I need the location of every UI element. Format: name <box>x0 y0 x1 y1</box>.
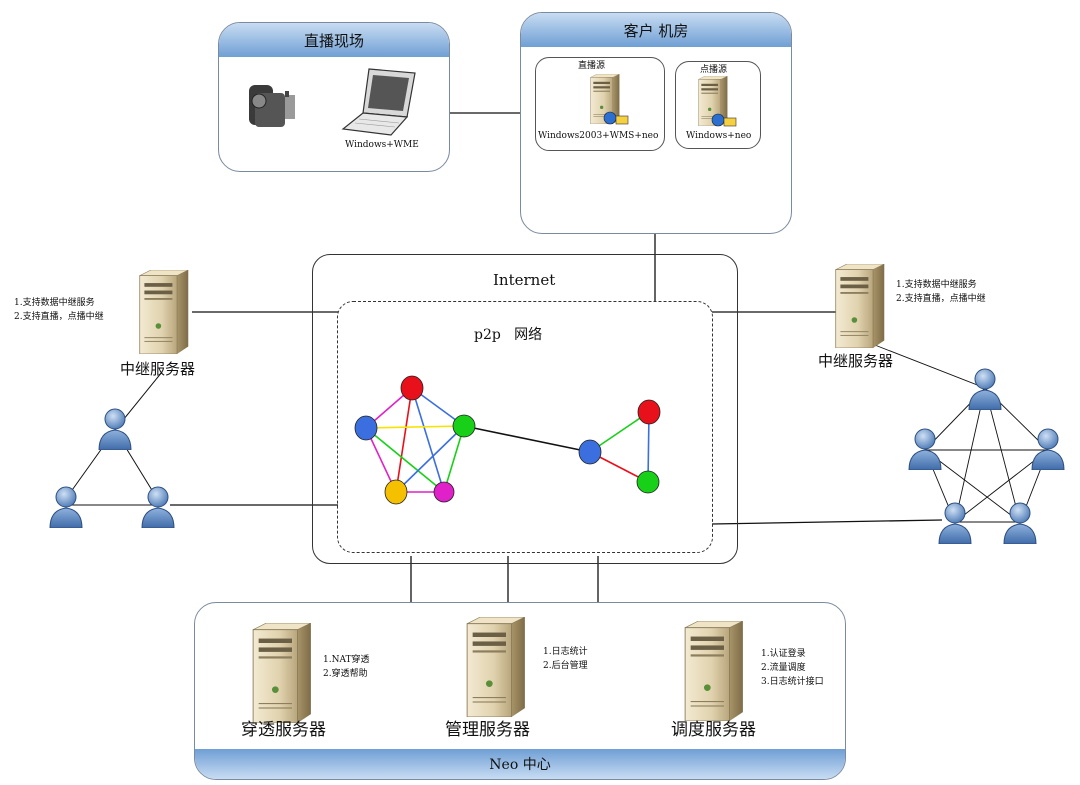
mgmt-note-1: 1.日志统计 <box>543 647 588 657</box>
sched-server-icon <box>684 621 744 721</box>
customer-room-title: 客户 机房 <box>521 13 791 47</box>
live-site-panel: 直播现场 Windows+WME <box>218 22 450 172</box>
internet-box: Internet p2p 网络 <box>312 254 738 564</box>
relay-left-note-1: 1.支持数据中继服务 <box>14 298 95 308</box>
relay-right-label: 中继服务器 <box>818 352 894 370</box>
vod-source-title: 点播源 <box>700 65 728 75</box>
live-site-title: 直播现场 <box>219 23 449 57</box>
nat-server-label: 穿透服务器 <box>241 720 326 740</box>
mgmt-server-icon <box>466 617 526 717</box>
nat-notes: 1.NAT穿透 2.穿透帮助 <box>323 653 369 681</box>
mgmt-note-2: 2.后台管理 <box>543 661 588 671</box>
laptop-icon <box>341 68 416 136</box>
relay-left-label: 中继服务器 <box>120 360 196 378</box>
mgmt-server-label: 管理服务器 <box>445 720 530 740</box>
sched-server-label: 调度服务器 <box>671 720 756 740</box>
sched-note-3: 3.日志统计接口 <box>761 677 824 687</box>
neo-center-title: Neo 中心 <box>195 749 845 779</box>
relay-left-notes: 1.支持数据中继服务 2.支持直播，点播中继 <box>14 296 104 324</box>
vod-source-box: 点播源 Windows+neo <box>675 61 761 149</box>
live-source-os: Windows2003+WMS+neo <box>538 131 659 141</box>
sched-note-1: 1.认证登录 <box>761 649 806 659</box>
relay-left-note-2: 2.支持直播，点播中继 <box>14 312 104 322</box>
p2p-label: p2p 网络 <box>474 327 543 343</box>
sched-notes: 1.认证登录 2.流量调度 3.日志统计接口 <box>761 647 824 689</box>
vod-source-server-icon <box>698 76 737 127</box>
live-source-title: 直播源 <box>578 61 606 71</box>
laptop-label: Windows+WME <box>345 140 419 150</box>
live-source-server-icon <box>590 74 629 125</box>
live-source-box: 直播源 Windows2003+WMS+neo <box>535 57 665 151</box>
neo-center-panel: 1.NAT穿透 2.穿透帮助 1.日志统计 2.后台管理 1.认证登录 2.流量… <box>194 602 846 780</box>
relay-right-notes: 1.支持数据中继服务 2.支持直播，点播中继 <box>896 278 986 306</box>
relay-right-note-2: 2.支持直播，点播中继 <box>896 294 986 304</box>
customer-room-panel: 客户 机房 直播源 Windows2003+WMS+neo 点播源 Window… <box>520 12 792 234</box>
internet-label: Internet <box>493 271 556 289</box>
nat-note-2: 2.穿透帮助 <box>323 669 368 679</box>
camera-icon <box>249 85 295 127</box>
sched-note-2: 2.流量调度 <box>761 663 806 673</box>
nat-note-1: 1.NAT穿透 <box>323 655 370 665</box>
mgmt-notes: 1.日志统计 2.后台管理 <box>543 645 588 673</box>
relay-right-note-1: 1.支持数据中继服务 <box>896 280 977 290</box>
nat-server-icon <box>252 623 312 723</box>
p2p-network-box: p2p 网络 <box>337 301 713 553</box>
vod-source-os: Windows+neo <box>686 131 752 141</box>
